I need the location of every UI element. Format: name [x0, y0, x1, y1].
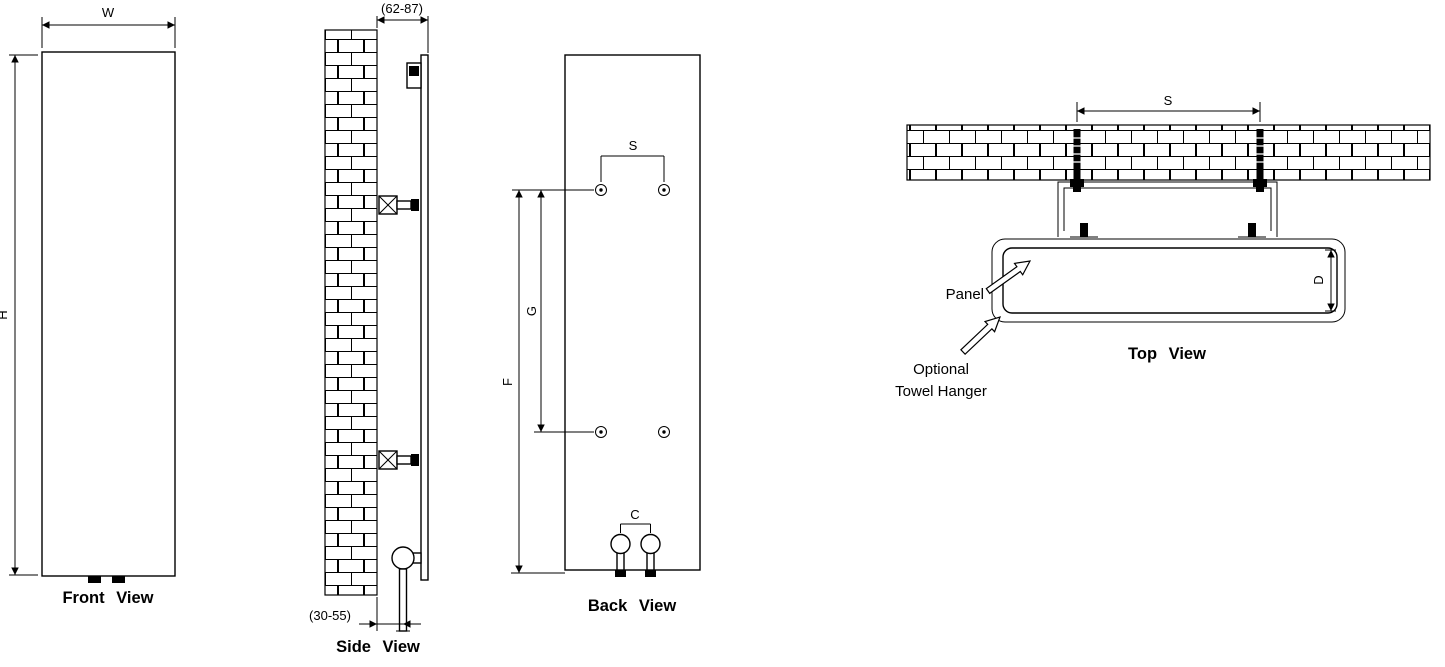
height-dimension: H: [0, 54, 38, 576]
pipe-spacing-dimension: C: [620, 507, 651, 533]
towel-hanger-pointer-arrow-icon: [960, 316, 1001, 356]
top-view-title: Top View: [1128, 345, 1206, 363]
depth-dim-label: D: [1311, 275, 1326, 284]
mounting-holes: [595, 184, 670, 438]
height-dim-label: H: [0, 310, 10, 319]
wall-to-pipe-dimension: (30-55): [309, 597, 421, 631]
wall-section: [324, 29, 378, 596]
anchor-spacing-dim-label: S: [1164, 93, 1173, 108]
front-foot-left: [88, 576, 101, 583]
bracket-height-dimension: G: [512, 189, 594, 433]
side-panel: [420, 54, 429, 581]
front-view-title: Front View: [62, 589, 153, 607]
pipe: [398, 568, 408, 632]
wall-bracket-lower: [378, 450, 419, 470]
width-dimension: W: [41, 5, 176, 48]
side-view-title: Side View: [336, 638, 420, 656]
total-height-dim-label: F: [500, 378, 515, 386]
panel-plan: [1002, 247, 1338, 314]
front-view: W H Front View: [0, 5, 176, 607]
panel-pointer-arrow-icon: [985, 260, 1032, 295]
hole-spacing-dimension: S: [600, 138, 665, 182]
wall-to-front-dimension: (62-87): [376, 1, 429, 53]
back-view-title: Back View: [588, 597, 676, 615]
towel-hanger-annotation-line1: Optional: [913, 361, 969, 378]
anchor-bolt-left: [1070, 129, 1084, 192]
pipe-spacing-dim-label: C: [630, 507, 639, 522]
back-view: S G F C Back View: [500, 54, 701, 615]
anchor-spacing-dimension: S: [1076, 93, 1261, 122]
mounting-frame: [1057, 181, 1278, 238]
back-panel: [564, 54, 701, 571]
wall-plan: [906, 124, 1431, 181]
bracket-height-dim-label: G: [524, 306, 539, 316]
top-view: S D Panel Optio: [895, 93, 1431, 400]
width-dim-label: W: [102, 5, 115, 20]
anchor-bolt-right: [1253, 129, 1267, 192]
depth-dimension: D: [1311, 249, 1336, 312]
side-view: (62-87) (30-55) Side View: [309, 1, 429, 656]
wall-bracket-upper: [378, 195, 419, 215]
wall-to-pipe-dim-label: (30-55): [309, 608, 351, 623]
front-panel: [41, 51, 176, 577]
panel-annotation-label: Panel: [946, 286, 984, 303]
towel-hanger-annotation-line2: Towel Hanger: [895, 383, 987, 400]
total-height-dimension: F: [500, 190, 565, 574]
bottom-valve: [391, 546, 422, 632]
front-foot-right: [112, 576, 125, 583]
bottom-pipes: [610, 533, 661, 577]
top-hanger-bracket: [406, 62, 422, 89]
wall-to-front-dim-label: (62-87): [381, 1, 423, 16]
hole-spacing-dim-label: S: [629, 138, 638, 153]
towel-hanger-outline: [991, 238, 1346, 323]
